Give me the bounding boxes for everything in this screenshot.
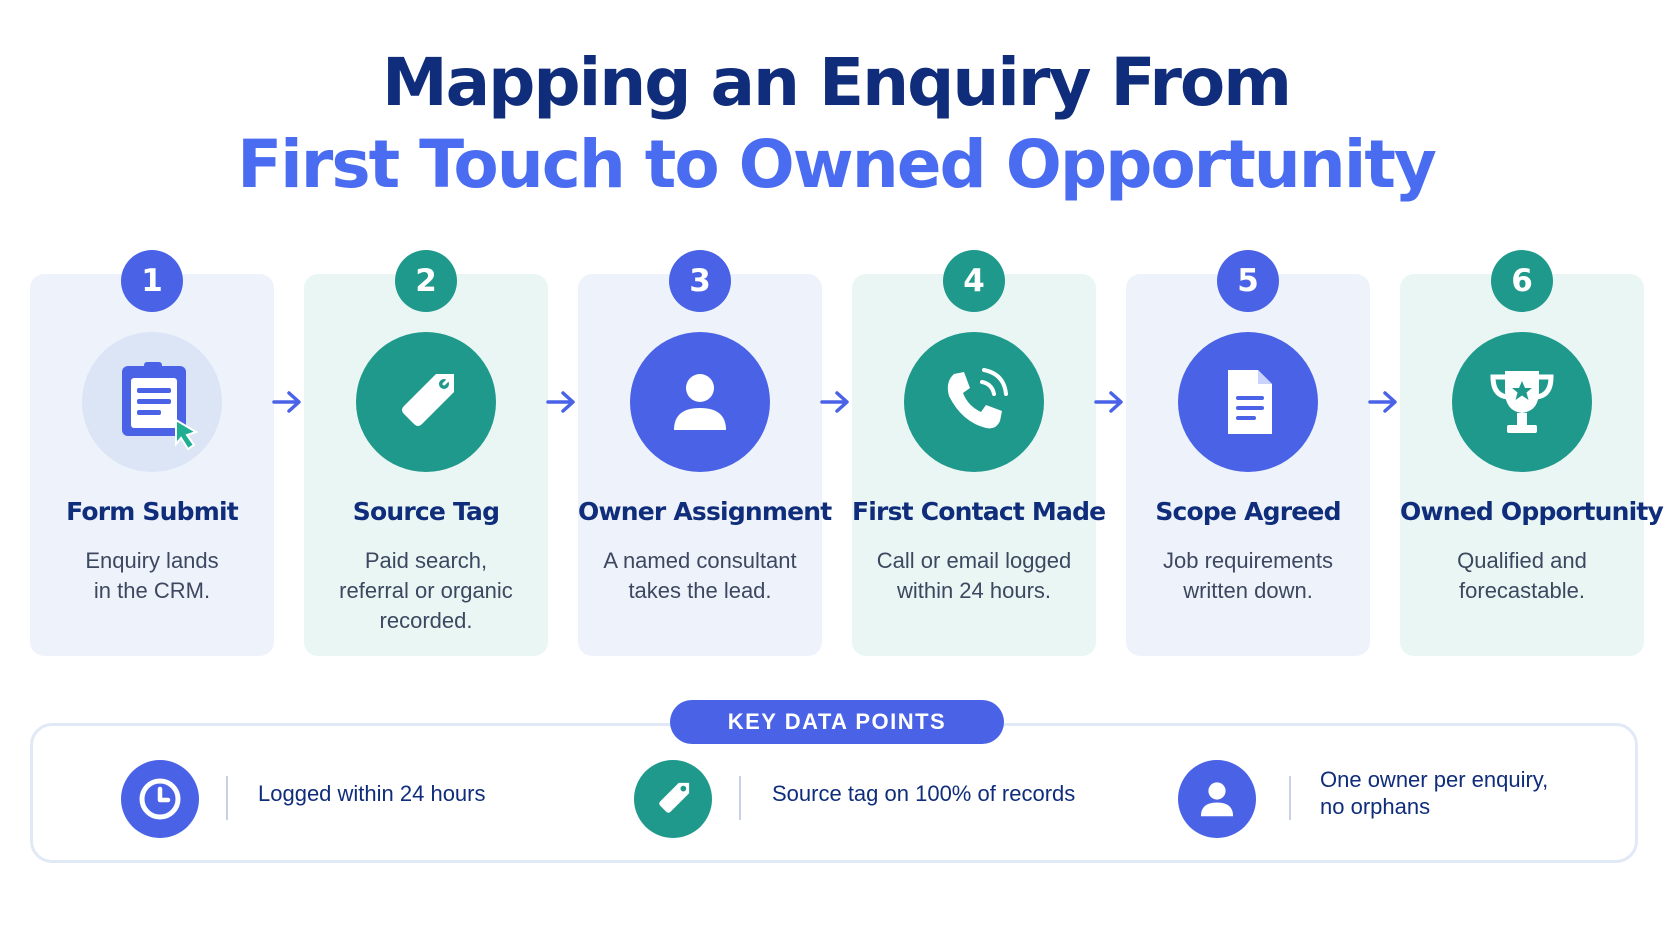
title-line-1: Mapping an Enquiry From bbox=[381, 44, 1292, 121]
step-description: Call or email logged within 24 hours. bbox=[852, 546, 1096, 606]
step-description-line: within 24 hours. bbox=[896, 578, 1052, 603]
step-title: Owner Assignment bbox=[578, 497, 832, 526]
key-data-label: KEY DATA POINTS bbox=[670, 700, 1004, 744]
form-icon bbox=[122, 362, 199, 451]
step-title: Source Tag bbox=[352, 497, 500, 526]
step-description-line: Enquiry lands bbox=[85, 548, 219, 573]
step-number-badge: 2 bbox=[395, 250, 457, 312]
step-title: Owned Opportunity bbox=[1400, 497, 1664, 526]
trophy-icon bbox=[1490, 371, 1554, 433]
key-point-text: Source tag on 100% of records bbox=[772, 780, 1075, 807]
step-description: Job requirements written down. bbox=[1126, 546, 1370, 606]
step-number-badge: 1 bbox=[121, 250, 183, 312]
tag-icon bbox=[659, 782, 690, 813]
step-description-line: recorded. bbox=[379, 608, 473, 633]
divider bbox=[1289, 776, 1291, 820]
step-title: First Contact Made bbox=[852, 497, 1106, 526]
step-icon-circle bbox=[82, 332, 222, 472]
step-description-line: Qualified and bbox=[1457, 548, 1587, 573]
arrow-right-icon bbox=[1368, 391, 1397, 413]
arrow-right-icon bbox=[820, 391, 849, 413]
step-description-line: takes the lead. bbox=[628, 578, 772, 603]
step-description-line: forecastable. bbox=[1459, 578, 1585, 603]
key-point-icon-circle bbox=[1178, 760, 1256, 838]
person-icon bbox=[1200, 782, 1234, 817]
arrow-right-icon bbox=[546, 391, 575, 413]
step-description-line: Call or email logged bbox=[876, 548, 1072, 573]
step-title: Scope Agreed bbox=[1155, 497, 1341, 526]
key-point-line: no orphans bbox=[1320, 794, 1431, 819]
divider bbox=[226, 776, 228, 820]
person-icon bbox=[674, 374, 726, 430]
step-description: Qualified and forecastable. bbox=[1400, 546, 1644, 606]
key-point-icon-circle bbox=[121, 760, 199, 838]
step-icon-circle bbox=[1452, 332, 1592, 472]
tag-icon bbox=[402, 374, 454, 426]
step-description-line: referral or organic bbox=[339, 578, 513, 603]
arrow-right-icon bbox=[272, 391, 301, 413]
arrow-right-icon bbox=[1094, 391, 1123, 413]
step-number-badge: 5 bbox=[1217, 250, 1279, 312]
step-title: Form Submit bbox=[66, 497, 239, 526]
divider bbox=[739, 776, 741, 820]
step-description-line: Job requirements bbox=[1163, 548, 1333, 573]
key-point-text: Logged within 24 hours bbox=[258, 780, 486, 807]
document-icon bbox=[1228, 370, 1272, 434]
step-number-badge: 6 bbox=[1491, 250, 1553, 312]
step-icon-circle bbox=[356, 332, 496, 472]
key-point-text: One owner per enquiry, no orphans bbox=[1320, 766, 1548, 820]
clock-icon bbox=[139, 778, 181, 820]
step-description-line: written down. bbox=[1183, 578, 1313, 603]
key-point-icon-circle bbox=[634, 760, 712, 838]
step-icon-circle bbox=[630, 332, 770, 472]
key-point-line: One owner per enquiry, bbox=[1320, 767, 1549, 792]
key-point-line: Source tag on 100% of records bbox=[772, 781, 1076, 806]
step-icon-circle bbox=[904, 332, 1044, 472]
step-number-badge: 3 bbox=[669, 250, 731, 312]
step-description-line: A named consultant bbox=[603, 548, 797, 573]
step-description: Enquiry lands in the CRM. bbox=[30, 546, 274, 606]
title-line-2: First Touch to Owned Opportunity bbox=[237, 126, 1437, 203]
step-description-line: in the CRM. bbox=[93, 578, 211, 603]
key-point-line: Logged within 24 hours bbox=[258, 781, 486, 806]
phone-icon bbox=[947, 368, 1008, 429]
step-description: Paid search, referral or organic recorde… bbox=[304, 546, 548, 636]
step-icon-circle bbox=[1178, 332, 1318, 472]
step-number-badge: 4 bbox=[943, 250, 1005, 312]
step-description-line: Paid search, bbox=[364, 548, 488, 573]
step-description: A named consultant takes the lead. bbox=[578, 546, 822, 606]
